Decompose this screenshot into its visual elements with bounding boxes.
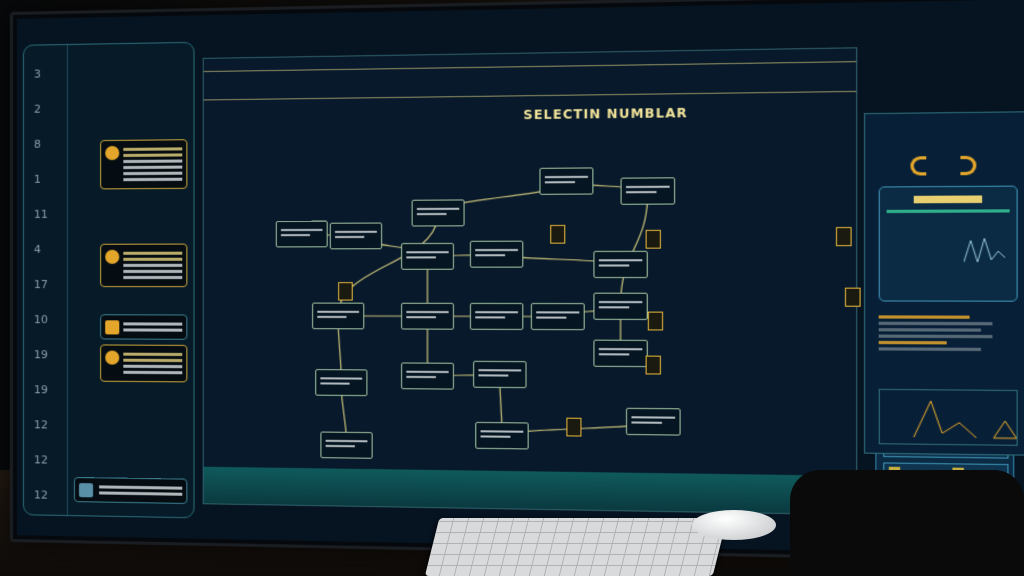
image-icon	[79, 483, 93, 497]
flow-node[interactable]	[621, 177, 676, 205]
sidebar-card[interactable]	[100, 344, 187, 382]
bracket-icon	[910, 156, 926, 175]
summary-card	[879, 186, 1018, 302]
flow-node[interactable]	[401, 362, 454, 389]
chair	[790, 470, 1024, 576]
details-panel	[864, 111, 1024, 455]
line-number: 8	[34, 138, 41, 151]
progress-bar	[887, 209, 1010, 213]
keyboard[interactable]	[425, 518, 727, 576]
user-icon	[105, 250, 119, 264]
line-number: 12	[34, 418, 48, 431]
flow-node[interactable]	[470, 241, 523, 268]
summary-header	[914, 195, 982, 203]
flow-node[interactable]	[320, 432, 372, 459]
line-number: 1	[34, 173, 41, 186]
flowchart-area: SELECTIN NUMBLAR	[203, 47, 858, 515]
flow-node[interactable]	[312, 303, 364, 330]
document-icon	[845, 288, 861, 307]
line-number: 12	[34, 488, 48, 501]
flow-node[interactable]	[401, 303, 454, 330]
status-card[interactable]	[74, 477, 187, 504]
flow-node[interactable]	[475, 422, 528, 450]
document-icon	[646, 230, 661, 249]
sidebar: 328111417101919121212	[23, 42, 195, 519]
line-number: 3	[34, 68, 41, 81]
flow-node[interactable]	[593, 251, 647, 278]
document-icon	[646, 356, 661, 375]
user-icon	[105, 351, 119, 365]
mouse[interactable]	[692, 510, 776, 540]
line-number: 19	[34, 383, 48, 396]
line-number: 11	[34, 208, 48, 221]
flow-node[interactable]	[593, 293, 647, 320]
taskbar	[204, 467, 856, 514]
line-number: 4	[34, 243, 41, 256]
document-icon	[648, 312, 663, 331]
document-icon	[566, 418, 581, 437]
flow-node[interactable]	[539, 167, 593, 194]
flow-node[interactable]	[412, 199, 465, 226]
bracket-icon	[960, 156, 976, 175]
document-icon	[836, 227, 852, 246]
user-icon	[105, 146, 119, 160]
sidebar-card[interactable]	[100, 314, 187, 340]
document-icon	[550, 225, 565, 244]
line-chart	[880, 390, 1017, 445]
chart-card	[879, 389, 1018, 446]
document-icon	[338, 282, 353, 300]
line-number: 17	[34, 278, 48, 291]
sidebar-card[interactable]	[100, 244, 187, 288]
sidebar-card[interactable]	[100, 139, 187, 189]
data-table	[879, 312, 1018, 377]
line-number: 2	[34, 103, 41, 116]
line-numbers: 328111417101919121212	[24, 45, 68, 515]
flow-node[interactable]	[531, 303, 585, 330]
flow-node[interactable]	[473, 361, 526, 388]
flow-links	[204, 48, 859, 516]
line-number: 12	[34, 453, 48, 466]
sparkline	[964, 230, 1010, 273]
flow-node[interactable]	[276, 221, 328, 248]
line-number: 19	[34, 348, 48, 361]
flow-link	[621, 191, 648, 306]
flow-node[interactable]	[593, 340, 647, 367]
flow-node[interactable]	[470, 303, 523, 330]
line-number: 10	[34, 313, 48, 326]
flow-node[interactable]	[330, 223, 382, 250]
flow-node[interactable]	[401, 243, 454, 270]
flow-node[interactable]	[626, 408, 681, 436]
document-icon	[105, 320, 119, 334]
flow-node[interactable]	[315, 369, 367, 396]
